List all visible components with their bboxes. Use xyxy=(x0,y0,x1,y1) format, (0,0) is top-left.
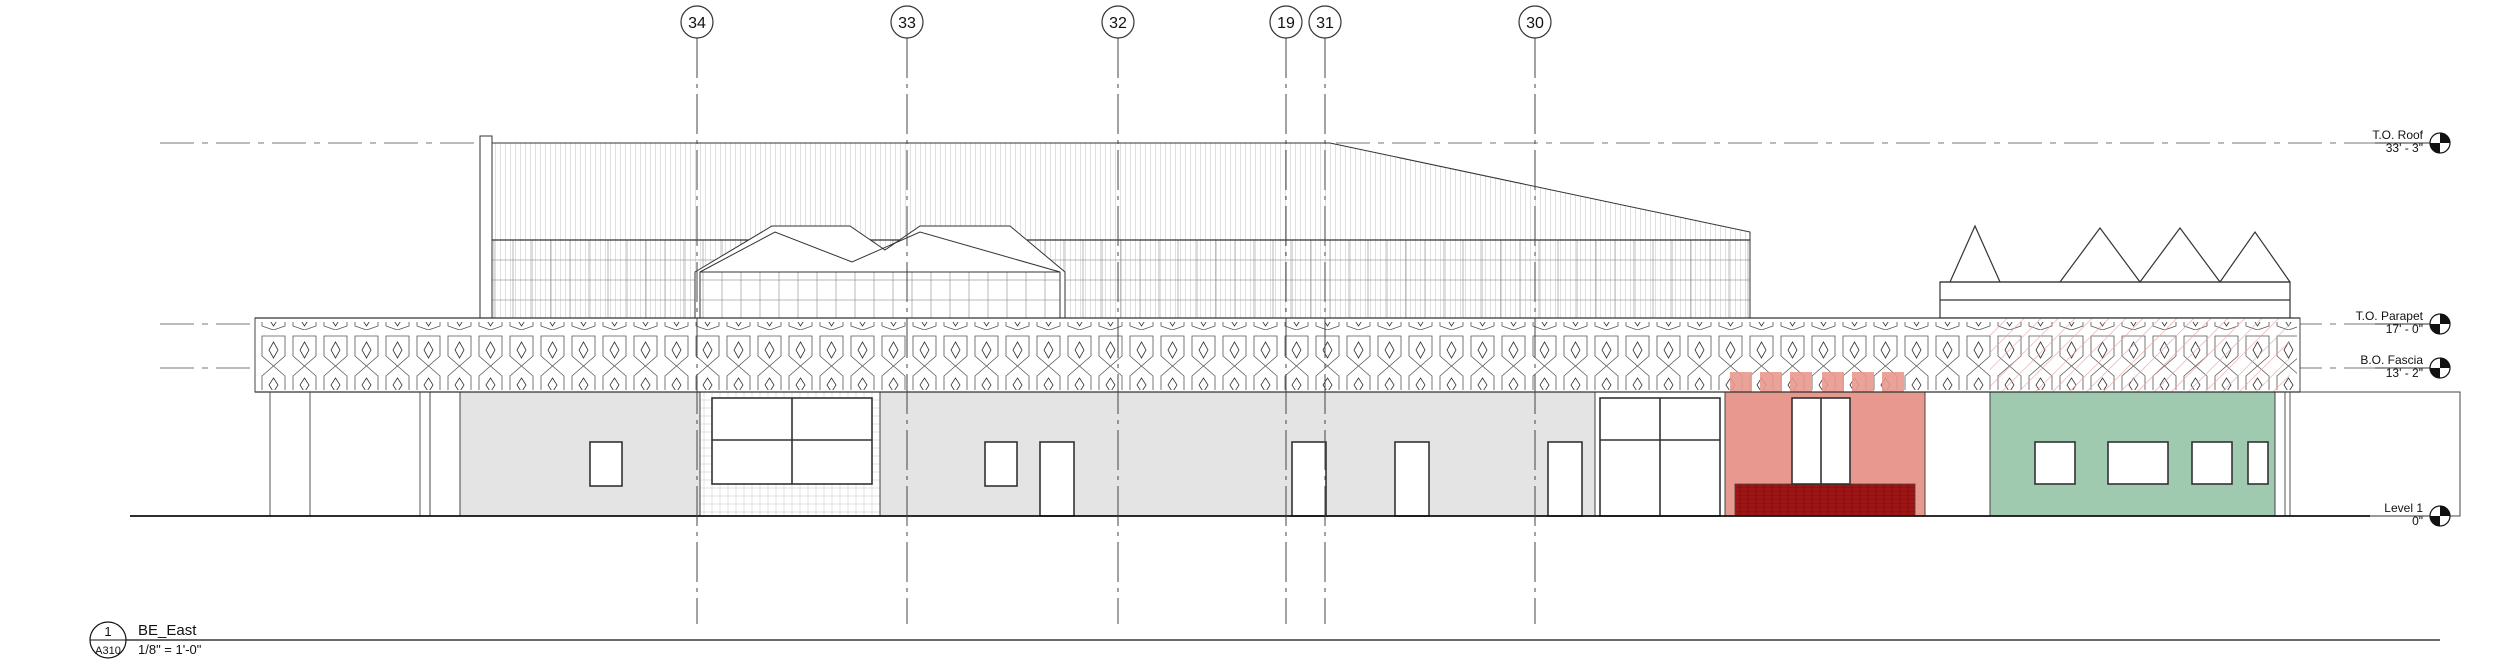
grid-label: 30 xyxy=(1526,15,1544,32)
level-name: T.O. Parapet xyxy=(2356,309,2424,323)
level-name: B.O. Fascia xyxy=(2360,353,2423,367)
clerestory-gables xyxy=(694,225,1066,319)
level-elevation: 17' - 0" xyxy=(2386,322,2423,336)
roof-mass xyxy=(479,135,1751,319)
level-marker-fascia: B.O. Fascia 13' - 2" xyxy=(2360,353,2451,380)
openings xyxy=(589,397,2269,517)
grid-line-31: 31 xyxy=(1308,5,1342,624)
grid-label: 19 xyxy=(1277,15,1295,32)
view-name: BE_East xyxy=(138,622,197,639)
grid-label: 32 xyxy=(1109,15,1127,32)
truss-pavilion xyxy=(1939,224,2291,319)
canopy-columns xyxy=(269,392,2291,516)
grid-label: 34 xyxy=(688,15,706,32)
grid-line-30: 30 xyxy=(1518,5,1552,624)
view-sheet: A310 xyxy=(95,645,121,657)
level-elevation: 33' - 3" xyxy=(2386,141,2423,155)
grid-label: 31 xyxy=(1316,15,1334,32)
fascia-band xyxy=(254,317,2301,393)
grid-line-34: 34 xyxy=(680,5,714,624)
level-marker-level1: Level 1 0" xyxy=(2370,501,2451,528)
grid-label: 33 xyxy=(898,15,916,32)
view-scale: 1/8" = 1'-0" xyxy=(138,642,202,657)
level-marker-roof: T.O. Roof 33' - 3" xyxy=(2372,128,2451,155)
grid-line-32: 32 xyxy=(1101,5,1135,624)
grid-lines: 34 33 32 19 31 30 xyxy=(680,5,1552,624)
level-marker-parapet: T.O. Parapet 17' - 0" xyxy=(2356,309,2451,336)
grid-line-33: 33 xyxy=(890,5,924,624)
level-name: T.O. Roof xyxy=(2372,128,2423,142)
view-title: 1 A310 BE_East 1/8" = 1'-0" xyxy=(89,621,2440,659)
view-number: 1 xyxy=(104,624,111,639)
level-markers: T.O. Roof 33' - 3" T.O. Parapet 17' - 0"… xyxy=(2356,128,2451,528)
level-elevation: 0" xyxy=(2412,514,2423,528)
grid-line-19: 19 xyxy=(1269,5,1303,624)
level-name: Level 1 xyxy=(2384,501,2423,515)
level-elevation: 13' - 2" xyxy=(2386,366,2423,380)
